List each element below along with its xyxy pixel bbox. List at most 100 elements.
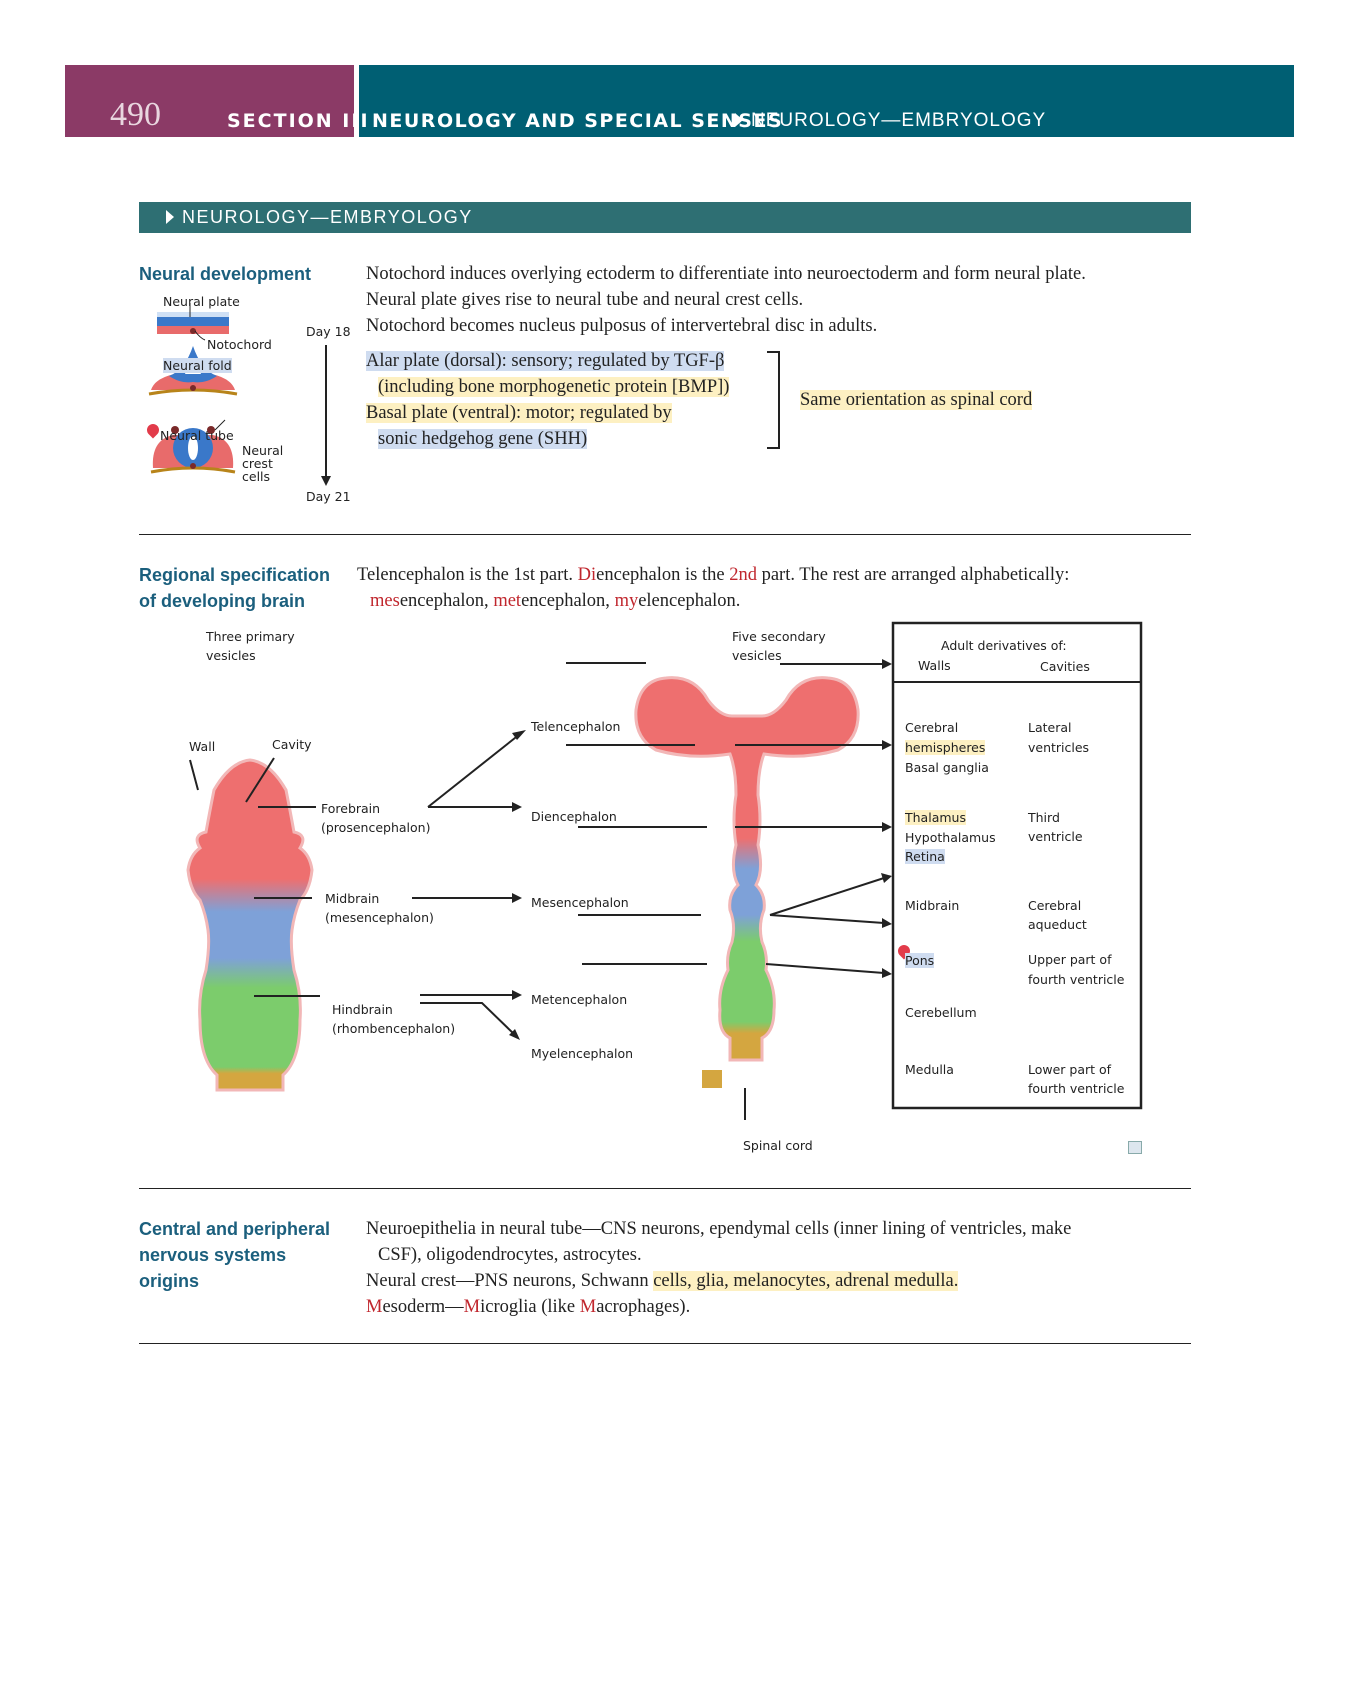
origins-line-4-e: M xyxy=(579,1297,597,1317)
label-secondary-vesicles: vesicles xyxy=(732,648,782,663)
wall-medulla: Medulla xyxy=(905,1062,954,1077)
wall-cerebral: Cerebral xyxy=(905,720,959,735)
neural-dev-line-2: Neural plate gives rise to neural tube a… xyxy=(366,290,804,310)
table-col-walls: Walls xyxy=(918,658,951,673)
label-neural-fold-text: Neural fold xyxy=(163,358,232,373)
topic-origins-title-2: nervous systems xyxy=(139,1245,287,1265)
regional-line-2-b: encephalon, xyxy=(399,591,494,611)
cavity-lower-2: fourth ventricle xyxy=(1028,1081,1125,1096)
origins-line-1: Neuroepithelia in neural tube—CNS neuron… xyxy=(366,1219,1072,1239)
origins-line-3-b: cells, glia, melanocytes, adrenal medull… xyxy=(653,1271,959,1291)
cavity-third-1: Third xyxy=(1028,810,1060,825)
header-section-block xyxy=(65,65,354,137)
origins-line-4-b: esoderm— xyxy=(382,1297,464,1317)
wall-hemispheres: hemispheres xyxy=(905,739,986,756)
wall-hemispheres-text: hemispheres xyxy=(905,740,986,755)
regional-line-1-a: Telencephalon is the 1st part. xyxy=(357,565,578,585)
header-breadcrumb: NEUROLOGY—EMBRYOLOGY xyxy=(735,110,1046,132)
shh-line: sonic hedgehog gene (SHH) xyxy=(378,426,588,452)
label-three-primary: Three primary xyxy=(206,629,295,644)
cavity-lateral-1: Lateral xyxy=(1028,720,1072,735)
alar-plate-text: Alar plate (dorsal): sensory; regulated … xyxy=(366,351,725,371)
topic-regional-title-1: Regional specification xyxy=(139,565,331,585)
label-day-18: Day 18 xyxy=(306,324,351,339)
label-telencephalon: Telencephalon xyxy=(531,719,621,734)
shh-text: sonic hedgehog gene (SHH) xyxy=(378,429,588,449)
label-metencephalon: Metencephalon xyxy=(531,992,628,1007)
topic-origins-title-3: origins xyxy=(139,1271,200,1291)
wall-midbrain: Midbrain xyxy=(905,898,960,913)
label-midbrain: Midbrain xyxy=(325,891,380,906)
regional-line-1-2nd: 2nd xyxy=(729,565,757,585)
label-neural-crest-2: crest xyxy=(242,456,273,471)
wall-thalamus-text: Thalamus xyxy=(905,810,966,825)
section-label: SECTION III xyxy=(227,110,370,132)
bmp-line: (including bone morphogenetic protein [B… xyxy=(378,374,730,400)
label-neural-tube: Neural tube xyxy=(160,428,234,443)
divider-1 xyxy=(139,534,1191,535)
divider-3 xyxy=(139,1343,1191,1344)
page-number: 490 xyxy=(110,96,161,133)
label-neural-fold: Neural fold xyxy=(163,357,232,374)
cavity-third-2: ventricle xyxy=(1028,829,1083,844)
wall-thalamus: Thalamus xyxy=(905,809,966,826)
regional-line-1: Telencephalon is the 1st part. Diencepha… xyxy=(357,562,1069,588)
label-notochord: Notochord xyxy=(207,337,272,352)
orientation-note-text: Same orientation as spinal cord xyxy=(800,390,1033,410)
label-prosencephalon: (prosencephalon) xyxy=(321,820,431,835)
label-neural-crest-1: Neural xyxy=(242,443,284,458)
bmp-text: (including bone morphogenetic protein [B… xyxy=(378,377,730,397)
label-hindbrain: Hindbrain xyxy=(332,1002,393,1017)
neural-dev-line-1: Notochord induces overlying ectoderm to … xyxy=(366,264,1086,284)
wall-retina: Retina xyxy=(905,848,945,865)
wall-hypothalamus: Hypothalamus xyxy=(905,830,996,845)
orientation-note: Same orientation as spinal cord xyxy=(800,387,1033,413)
label-forebrain: Forebrain xyxy=(321,801,381,816)
divider-2 xyxy=(139,1188,1191,1189)
regional-line-2-mes: mes xyxy=(370,591,400,611)
label-wall: Wall xyxy=(189,739,216,754)
regional-line-2-f: elencephalon. xyxy=(638,591,741,611)
label-mesencephalon: Mesencephalon xyxy=(531,895,629,910)
expand-icon[interactable] xyxy=(1128,1141,1142,1154)
origins-line-4-c: M xyxy=(463,1297,481,1317)
origins-line-4-d: icroglia (like xyxy=(480,1297,580,1317)
cavity-aqueduct-2: aqueduct xyxy=(1028,917,1087,932)
origins-line-2: CSF), oligodendrocytes, astrocytes. xyxy=(378,1245,642,1265)
table-title: Adult derivatives of: xyxy=(941,638,1067,653)
topic-neural-development: Neural development xyxy=(139,264,312,284)
regional-line-2-my: my xyxy=(614,591,639,611)
topic-origins-title-1: Central and peripheral xyxy=(139,1219,331,1239)
wall-pons-text: Pons xyxy=(905,953,935,968)
label-five-secondary: Five secondary xyxy=(732,629,826,644)
origins-line-4-f: acrophages). xyxy=(596,1297,691,1317)
brain-vesicle-figure xyxy=(186,621,1143,1120)
label-cavity: Cavity xyxy=(272,737,312,752)
regional-line-1-di: Di xyxy=(577,565,597,585)
cavity-upper-2: fourth ventricle xyxy=(1028,972,1125,987)
origins-line-3-a: Neural crest—PNS neurons, Schwann xyxy=(366,1271,654,1291)
label-myelencephalon: Myelencephalon xyxy=(531,1046,634,1061)
label-rhombencephalon: (rhombencephalon) xyxy=(332,1021,456,1036)
basal-plate-line: Basal plate (ventral): motor; regulated … xyxy=(366,400,672,426)
wall-cerebellum: Cerebellum xyxy=(905,1005,977,1020)
cavity-aqueduct-1: Cerebral xyxy=(1028,898,1082,913)
label-spinal-cord: Spinal cord xyxy=(743,1138,813,1153)
table-col-cavities: Cavities xyxy=(1040,659,1090,674)
chapter-title: NEUROLOGY AND SPECIAL SENSES xyxy=(372,110,784,132)
label-day-21: Day 21 xyxy=(306,489,351,504)
section-bar-title: NEUROLOGY—EMBRYOLOGY xyxy=(166,207,473,228)
regional-line-1-e: part. The rest are arranged alphabetical… xyxy=(756,565,1070,585)
origins-line-4-a: M xyxy=(366,1297,383,1317)
wall-basal-ganglia: Basal ganglia xyxy=(905,760,989,775)
regional-line-2: mesencephalon, metencephalon, myelenceph… xyxy=(370,588,740,614)
label-primary-vesicles: vesicles xyxy=(206,648,256,663)
wall-pons: Pons xyxy=(905,952,935,969)
label-mesencephalon-primary: (mesencephalon) xyxy=(325,910,434,925)
regional-line-1-c: encephalon is the xyxy=(596,565,730,585)
label-diencephalon: Diencephalon xyxy=(531,809,617,824)
neural-dev-line-3: Notochord becomes nucleus pulposus of in… xyxy=(366,316,878,336)
origins-line-4: Mesoderm—Microglia (like Macrophages). xyxy=(366,1294,690,1320)
section-bar-text: NEUROLOGY—EMBRYOLOGY xyxy=(182,207,473,227)
plates-bracket xyxy=(767,351,780,449)
